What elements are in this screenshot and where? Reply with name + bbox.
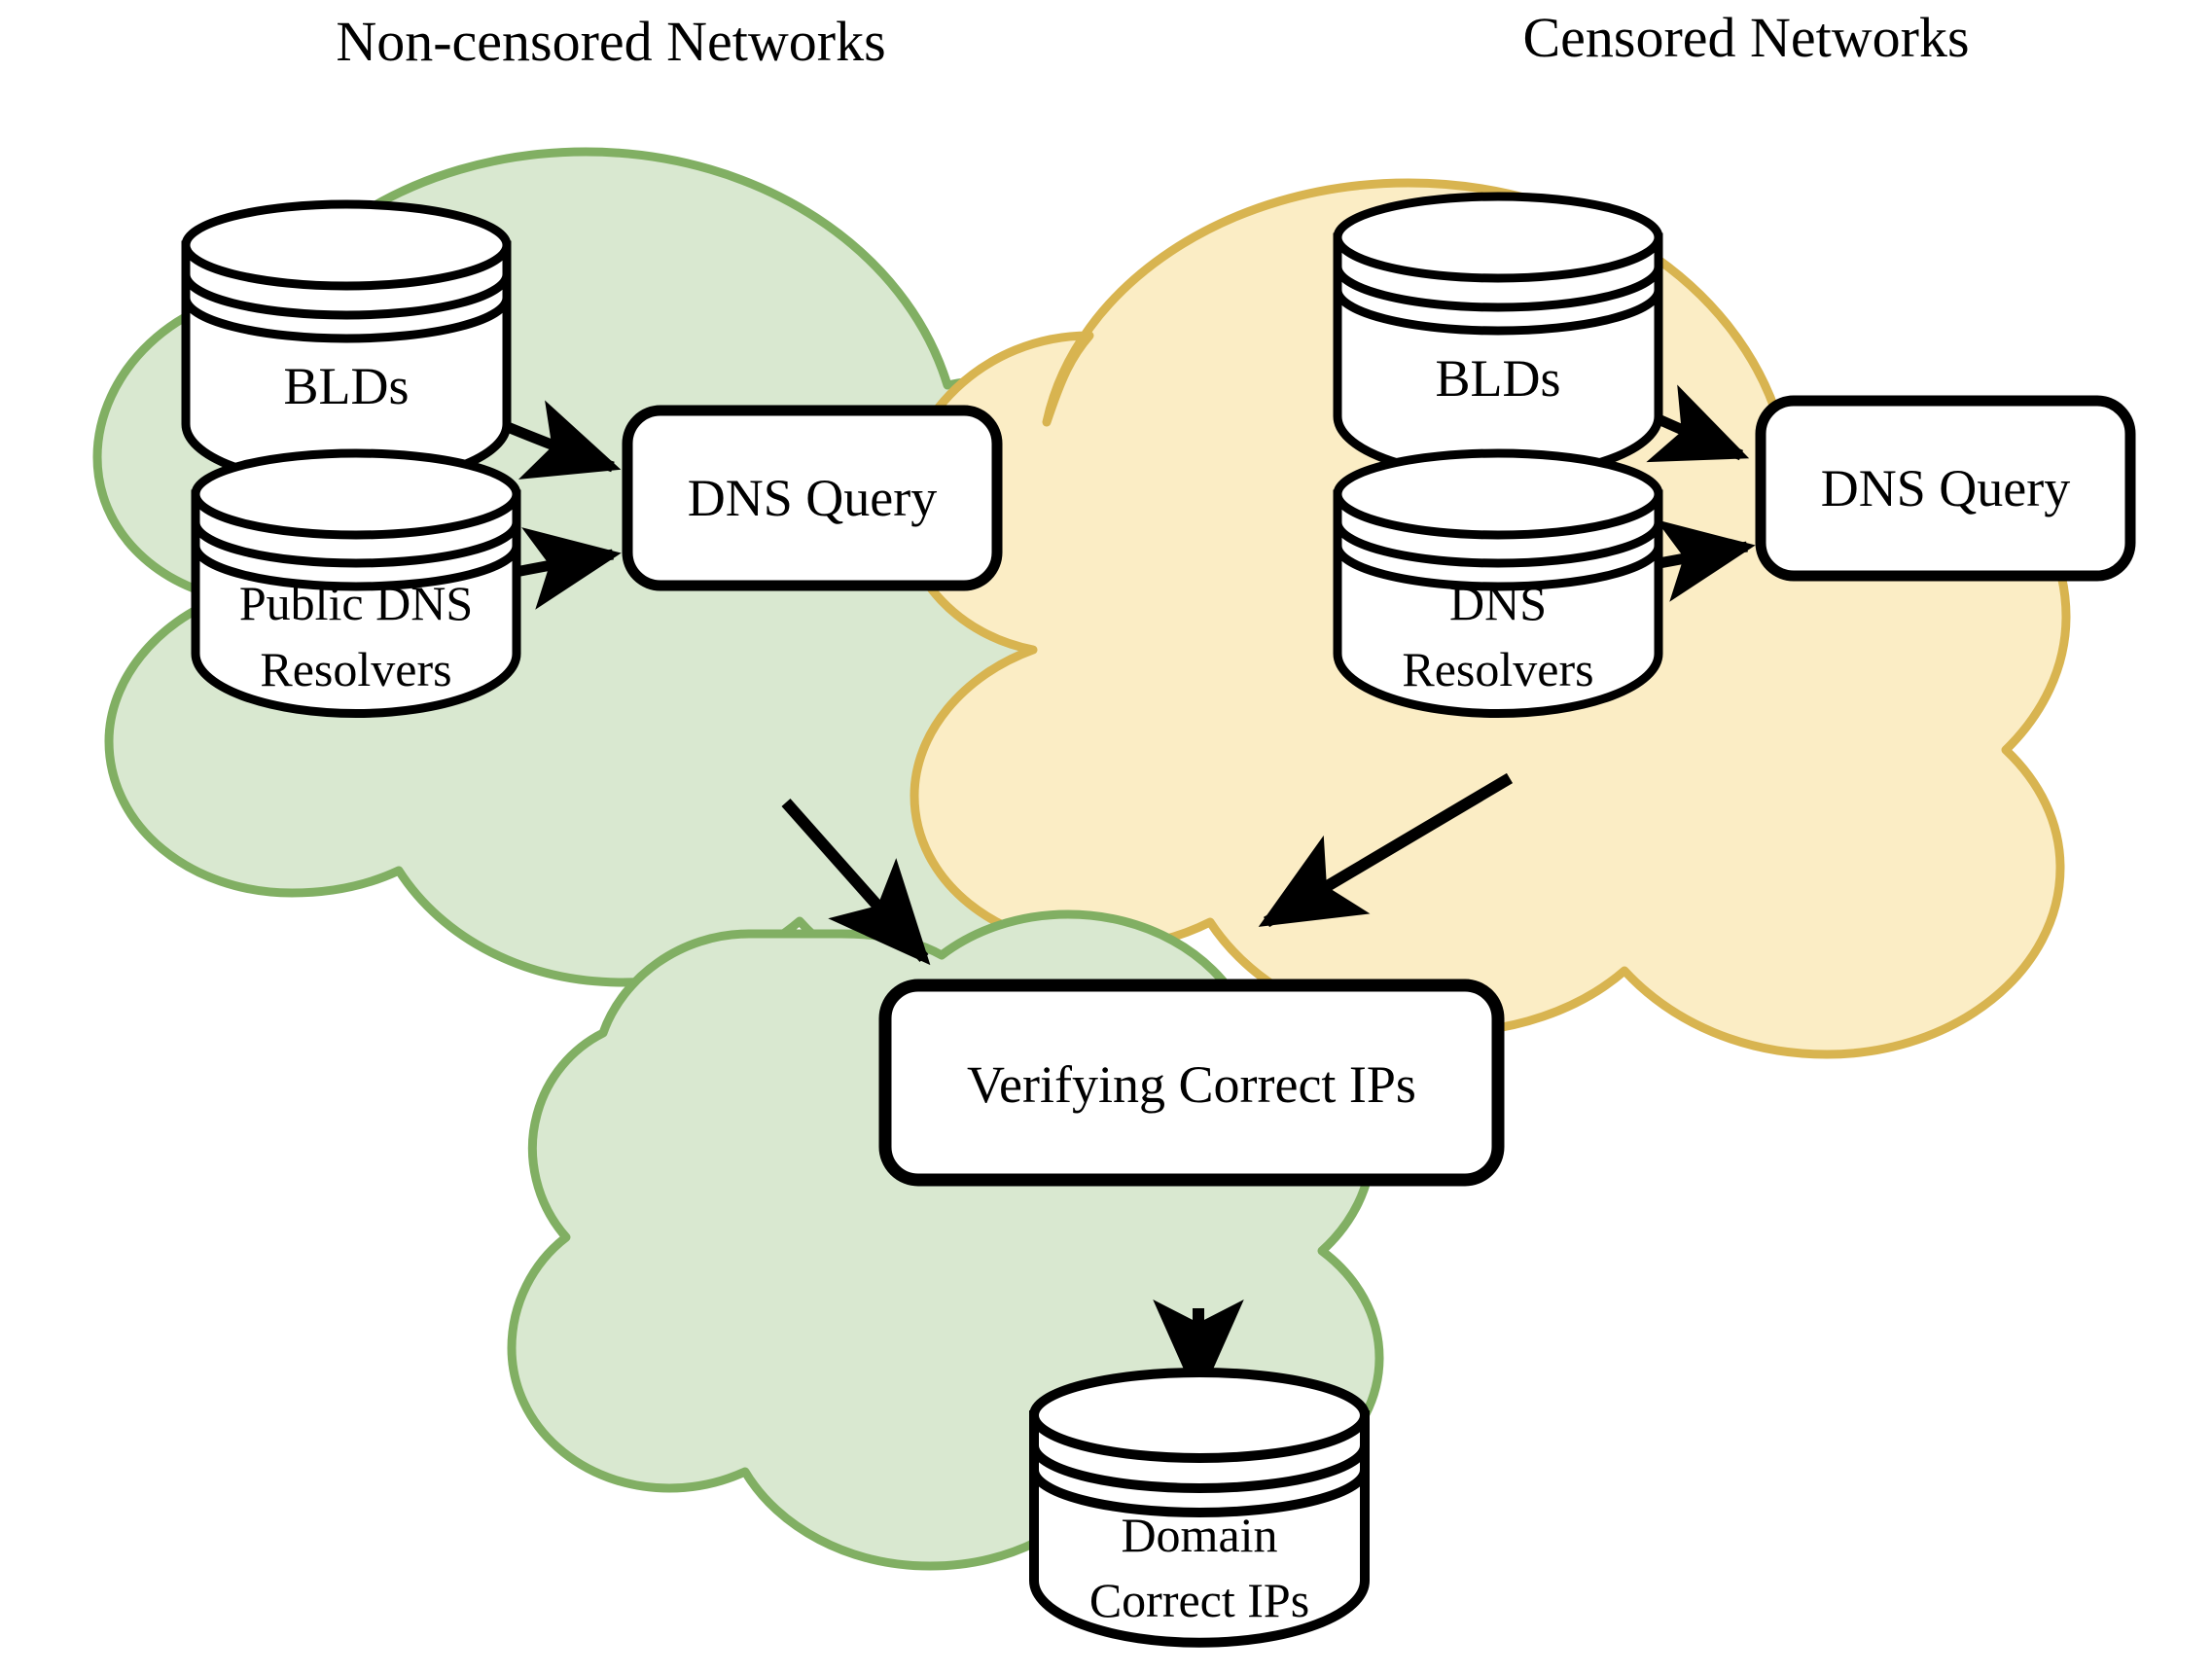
db-dns-resolvers-label-line2: Resolvers (1402, 642, 1593, 696)
title-non-censored-networks: Non-censored Networks (336, 10, 885, 73)
node-dns-query-right: DNS Query (1755, 395, 2136, 582)
db-bld-right-label: BLDs (1435, 349, 1560, 408)
node-verifying-correct-ips: Verifying Correct IPs (878, 979, 1505, 1187)
edge-dnsresolvers-to-dnsqueryright (1653, 519, 1756, 602)
node-verifying-correct-ips-label: Verifying Correct IPs (967, 1055, 1416, 1114)
db-bld-right: BLDs (1333, 192, 1663, 481)
title-censored-networks: Censored Networks (1522, 6, 1969, 69)
db-dns-resolvers-label-line1: DNS (1449, 576, 1547, 630)
edge-censored-to-verification (1258, 772, 1514, 928)
db-public-dns-label-line1: Public DNS (239, 576, 473, 630)
node-dns-query-right-label: DNS Query (1821, 459, 2070, 517)
db-bld-left-label: BLDs (283, 357, 409, 415)
node-dns-query-left-label: DNS Query (688, 469, 937, 527)
db-dns-resolvers: DNS Resolvers (1333, 448, 1663, 718)
db-domain-correct-ips-label-line2: Correct IPs (1089, 1573, 1309, 1627)
db-public-dns-resolvers: Public DNS Resolvers (191, 448, 521, 718)
db-domain-correct-ips: Domain Correct IPs (1029, 1368, 1370, 1648)
edge-noncensored-to-verification (781, 799, 931, 966)
db-bld-left: BLDs (181, 199, 512, 488)
node-dns-query-left: DNS Query (622, 405, 1003, 591)
db-domain-correct-ips-label-line1: Domain (1121, 1508, 1277, 1562)
db-public-dns-label-line2: Resolvers (260, 642, 451, 696)
